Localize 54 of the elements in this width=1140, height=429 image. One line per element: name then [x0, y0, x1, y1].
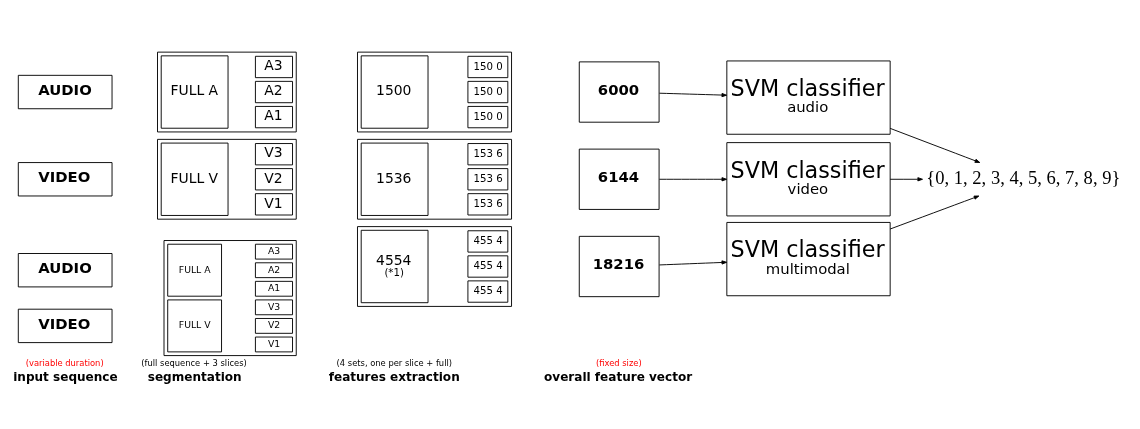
node-box: V2: [254, 317, 293, 334]
label: input sequence: [13, 369, 118, 384]
node-box: V1: [254, 336, 293, 352]
node-box: SVM classifier video: [726, 141, 891, 216]
arrow: [889, 176, 923, 181]
node-box: 153 6: [467, 142, 509, 165]
node-box: SVM classifier audio: [726, 60, 891, 135]
node-box: A2: [254, 261, 293, 278]
arrow: [658, 92, 728, 97]
node-text: {0, 1, 2, 3, 4, 5, 6, 7, 8, 9}: [926, 166, 1121, 188]
arrow: [658, 176, 728, 181]
arrow: [658, 259, 728, 265]
node-box: FULL V: [167, 298, 222, 352]
node-box: FULL V: [160, 142, 229, 216]
node-box: 455 4: [467, 229, 509, 253]
node-box: AUDIO: [17, 252, 113, 287]
node-box: SVM classifier multimodal: [726, 221, 891, 296]
node-box: A1: [254, 280, 293, 297]
node-box: 18216: [578, 235, 660, 297]
node-box: 150 0: [467, 80, 509, 103]
node-box: 1500: [360, 54, 429, 129]
node-box: V1: [254, 192, 293, 215]
node-box: 153 6: [467, 192, 509, 215]
node-box: 4554 (*1): [360, 229, 429, 303]
label: (full sequence + 3 slices): [141, 357, 247, 368]
label: (4 sets, one per slice + full): [336, 357, 453, 368]
arrow: [889, 127, 981, 163]
node-box: 455 4: [467, 279, 509, 303]
label: (variable duration): [25, 357, 104, 368]
node-box: A1: [254, 105, 293, 128]
node-box: 455 4: [467, 254, 509, 278]
label: overall feature vector: [544, 369, 693, 384]
node-box: 1536: [360, 142, 429, 216]
node-box: 150 0: [467, 105, 509, 128]
arrow: [889, 195, 980, 229]
node-box: AUDIO: [17, 74, 113, 109]
node-box: 6000: [578, 60, 660, 123]
node-box: 150 0: [467, 55, 509, 78]
node-box: V3: [254, 142, 293, 165]
node-box: FULL A: [167, 243, 222, 297]
label: segmentation: [147, 369, 242, 384]
node-box: V2: [254, 167, 293, 190]
node-box: 153 6: [467, 167, 509, 190]
node-box: A3: [254, 55, 293, 78]
node-box: A3: [254, 243, 293, 260]
label: features extraction: [328, 369, 460, 384]
label: (fixed size): [595, 357, 642, 368]
cluster: [163, 239, 297, 356]
node-box: V3: [254, 298, 293, 315]
node-box: A2: [254, 80, 293, 103]
node-box: 6144: [578, 148, 660, 210]
node-box: FULL A: [160, 54, 229, 129]
node-box: VIDEO: [17, 308, 113, 343]
node-box: VIDEO: [17, 161, 113, 196]
